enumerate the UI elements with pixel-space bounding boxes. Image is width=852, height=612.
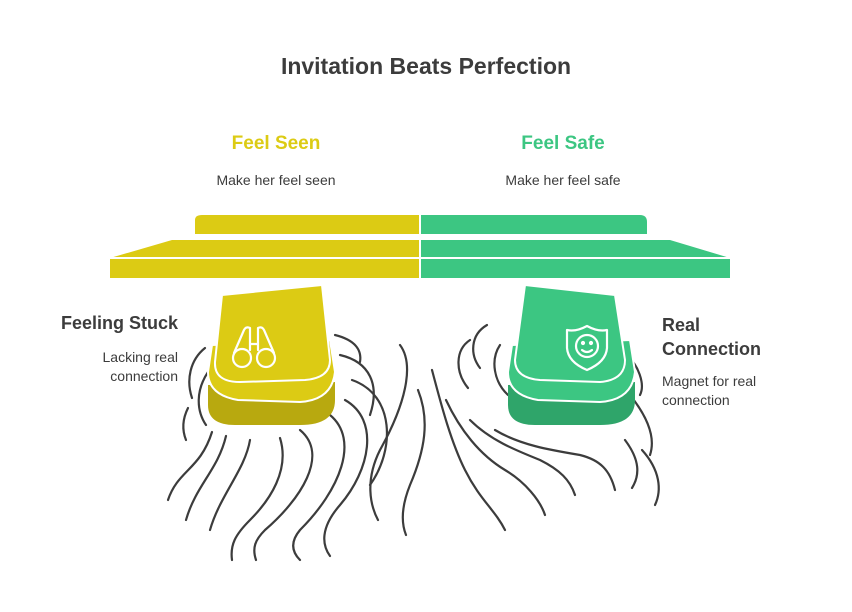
shield-face-icon [565,324,609,372]
feel-seen-description: Make her feel seen [216,172,336,188]
feel-seen-heading: Feel Seen [231,133,321,154]
page-title: Invitation Beats Perfection [280,53,572,79]
binoculars-icon [231,326,277,369]
real-connection-description: Magnet for real connection [662,373,757,408]
feeling-stuck-description: Lacking real connection [102,349,179,384]
feeling-stuck-heading: Feeling Stuck [60,313,178,333]
stand-feel-safe [420,215,730,425]
stand-feel-seen [110,215,420,425]
feel-safe-description: Make her feel safe [505,172,621,188]
real-connection-heading: Real Connection [662,313,812,361]
real-connection-heading-line-2: Connection [662,339,761,359]
feel-safe-heading: Feel Safe [521,133,605,154]
swirl-lines [166,323,660,562]
real-connection-heading-line-1: Real [662,315,701,335]
